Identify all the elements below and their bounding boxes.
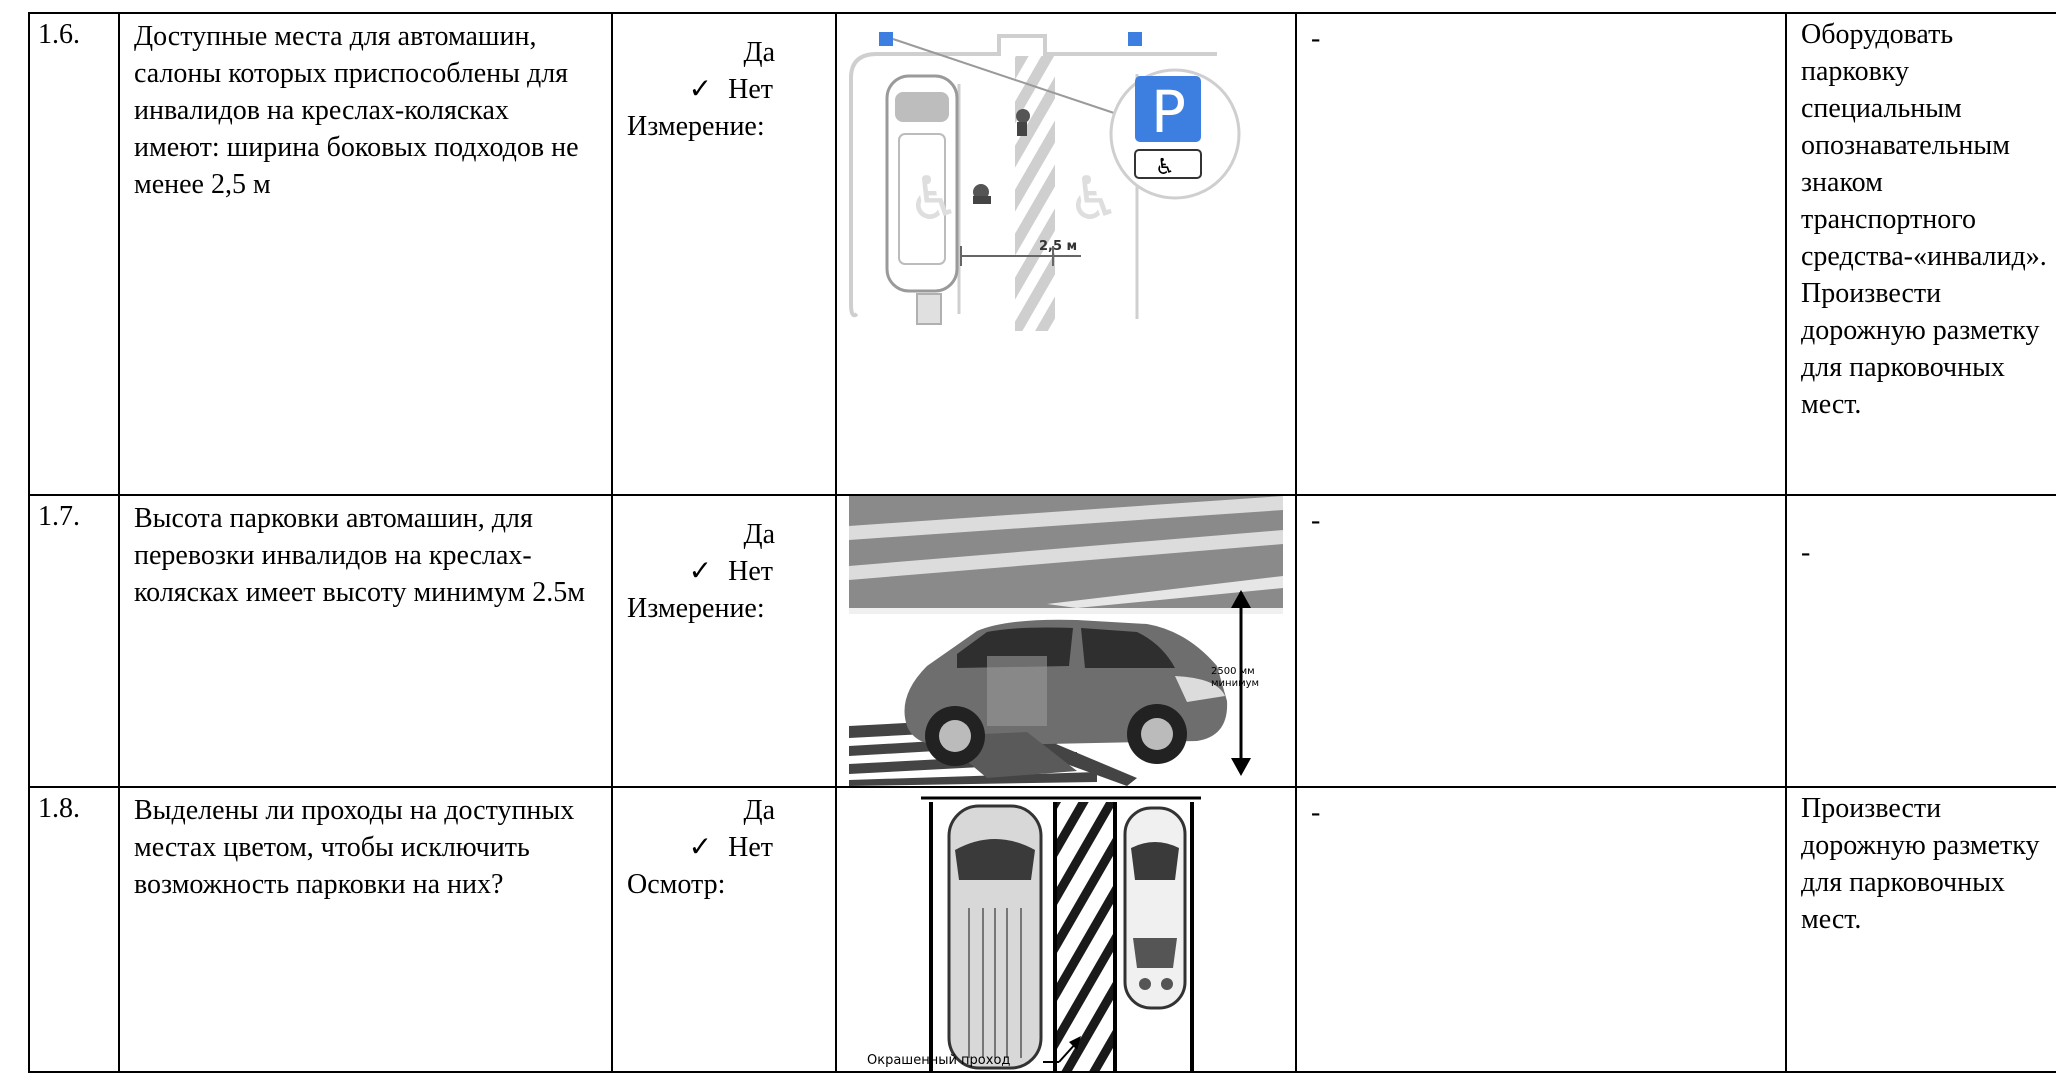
illustration-cell: ♿ ♿ 2,5 м P ♿ <box>835 12 1297 496</box>
check-method: Осмотр: <box>627 869 726 900</box>
row-recommendation-text: - <box>1801 537 1811 568</box>
option-yes: Да <box>743 519 775 550</box>
row-number: 1.6. <box>28 12 120 496</box>
row-recommendation: - <box>1785 494 2056 788</box>
row-description: Доступные места для автомашин, салоны ко… <box>118 12 613 496</box>
check-mark-icon: ✓ <box>688 832 713 863</box>
row-options: Да ✓ Нет Измерение: <box>611 494 837 788</box>
parking-side-access-illustration: ♿ ♿ 2,5 м P ♿ <box>849 32 1241 331</box>
row-number: 1.7. <box>28 494 120 788</box>
check-mark-icon: ✓ <box>688 556 713 587</box>
row-recommendation: Оборудовать парковку специальным опознав… <box>1785 12 2056 496</box>
painted-aisle-illustration: Окрашенный проход <box>867 796 1201 1070</box>
row-description: Высота парковки автомашин, для перевозки… <box>118 494 613 788</box>
illustration-cell: Окрашенный проход <box>835 786 1297 1073</box>
illustration-cell: 2500 мм минимум <box>835 494 1297 788</box>
table-row: 1.6. Доступные места для автомашин, сало… <box>28 12 2056 496</box>
option-yes: Да <box>743 37 775 68</box>
option-no-label: Нет <box>728 74 773 105</box>
check-mark-icon: ✓ <box>688 74 713 105</box>
row-options: Да ✓ Нет Измерение: <box>611 12 837 496</box>
height-label: 2500 мм <box>1211 666 1255 677</box>
row-note: - <box>1295 494 1787 788</box>
height-minimum-label: минимум <box>1211 678 1259 689</box>
table-row: 1.7. Высота парковки автомашин, для пере… <box>28 494 2056 788</box>
svg-text:♿: ♿ <box>907 164 961 234</box>
row-number: 1.8. <box>28 786 120 1073</box>
check-method: Измерение: <box>627 111 765 142</box>
row-recommendation: Произвести дорожную разметку для парково… <box>1785 786 2056 1073</box>
option-no-label: Нет <box>728 832 773 863</box>
svg-text:P: P <box>1151 78 1186 146</box>
option-no: ✓ Нет <box>614 71 834 108</box>
parking-sign-icon <box>1135 76 1201 142</box>
table-row: 1.8. Выделены ли проходы на доступных ме… <box>28 786 2056 1073</box>
option-no: ✓ Нет <box>614 553 834 590</box>
check-method: Измерение: <box>627 593 765 624</box>
svg-text:♿: ♿ <box>1067 164 1121 234</box>
dimension-label: 2,5 м <box>1039 239 1077 254</box>
row-note: - <box>1295 12 1787 496</box>
option-no: ✓ Нет <box>614 829 834 866</box>
accessibility-checklist-table: 1.6. Доступные места для автомашин, сало… <box>28 12 2056 1073</box>
option-no-label: Нет <box>728 556 773 587</box>
painted-aisle-label: Окрашенный проход <box>867 1053 1010 1068</box>
row-options: Да ✓ Нет Осмотр: <box>611 786 837 1073</box>
option-yes: Да <box>743 795 775 826</box>
row-note: - <box>1295 786 1787 1073</box>
wheelchair-icon: ♿ <box>1155 155 1175 180</box>
row-description: Выделены ли проходы на доступных местах … <box>118 786 613 1073</box>
parking-height-illustration: 2500 мм минимум <box>849 497 1283 785</box>
